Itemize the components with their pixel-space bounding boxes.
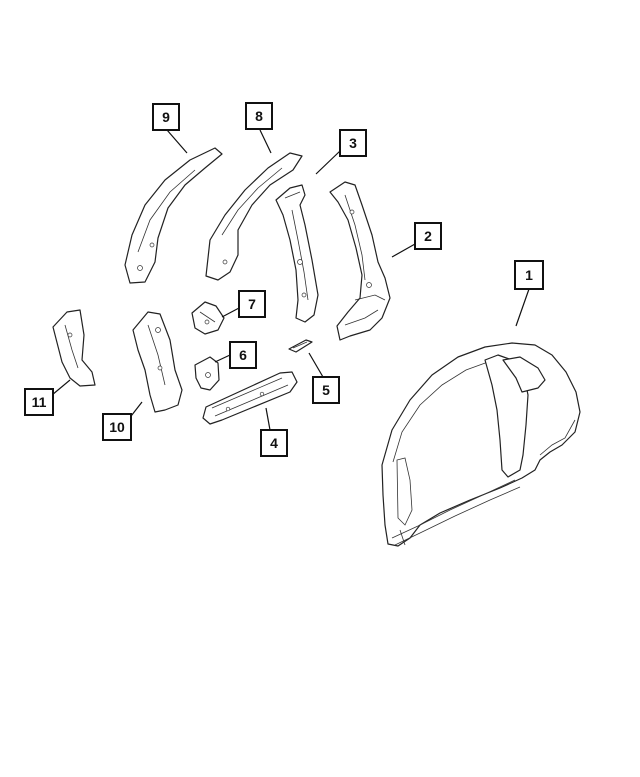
callout-3[interactable]: 3 [339, 129, 367, 157]
callout-8[interactable]: 8 [245, 102, 273, 130]
leader-8 [259, 129, 272, 154]
callout-label: 9 [162, 109, 170, 125]
part-5-bracket[interactable] [288, 339, 313, 353]
callout-label: 5 [322, 382, 330, 398]
callout-label: 4 [270, 435, 278, 451]
part-9-a-pillar-reinforcement[interactable] [124, 147, 223, 284]
callout-label: 6 [239, 347, 247, 363]
callout-label: 7 [248, 296, 256, 312]
leader-4 [265, 407, 271, 431]
callout-label: 11 [32, 394, 47, 410]
leader-3 [315, 150, 341, 175]
leader-9 [166, 129, 188, 154]
leader-1 [515, 288, 530, 327]
callout-4[interactable]: 4 [260, 429, 288, 457]
callout-5[interactable]: 5 [312, 376, 340, 404]
part-7-gusset[interactable] [191, 301, 225, 335]
part-11-lower-hinge-pillar[interactable] [52, 309, 96, 387]
part-4-sill-reinforcement[interactable] [202, 371, 298, 425]
callout-label: 1 [525, 267, 533, 283]
callout-9[interactable]: 9 [152, 103, 180, 131]
callout-1[interactable]: 1 [514, 260, 544, 290]
callout-11[interactable]: 11 [24, 388, 54, 416]
part-3-b-pillar-reinforcement[interactable] [275, 184, 319, 323]
callout-label: 10 [109, 419, 125, 435]
callout-6[interactable]: 6 [229, 341, 257, 369]
leader-7 [221, 307, 240, 318]
part-6-bracket[interactable] [194, 356, 220, 391]
part-2-quarter-inner[interactable] [329, 181, 391, 341]
leader-2 [391, 243, 416, 258]
leader-6 [214, 354, 231, 363]
callout-label: 2 [424, 228, 432, 244]
callout-10[interactable]: 10 [102, 413, 132, 441]
leader-lines [51, 129, 530, 431]
callout-2[interactable]: 2 [414, 222, 442, 250]
leader-11 [51, 379, 71, 396]
callout-label: 3 [349, 135, 357, 151]
callout-7[interactable]: 7 [238, 290, 266, 318]
leader-5 [308, 352, 324, 378]
part-8-roof-rail[interactable] [205, 152, 303, 281]
callout-label: 8 [255, 108, 263, 124]
part-10-hinge-pillar[interactable] [132, 311, 183, 413]
part-1-body-side-aperture[interactable] [381, 342, 581, 547]
